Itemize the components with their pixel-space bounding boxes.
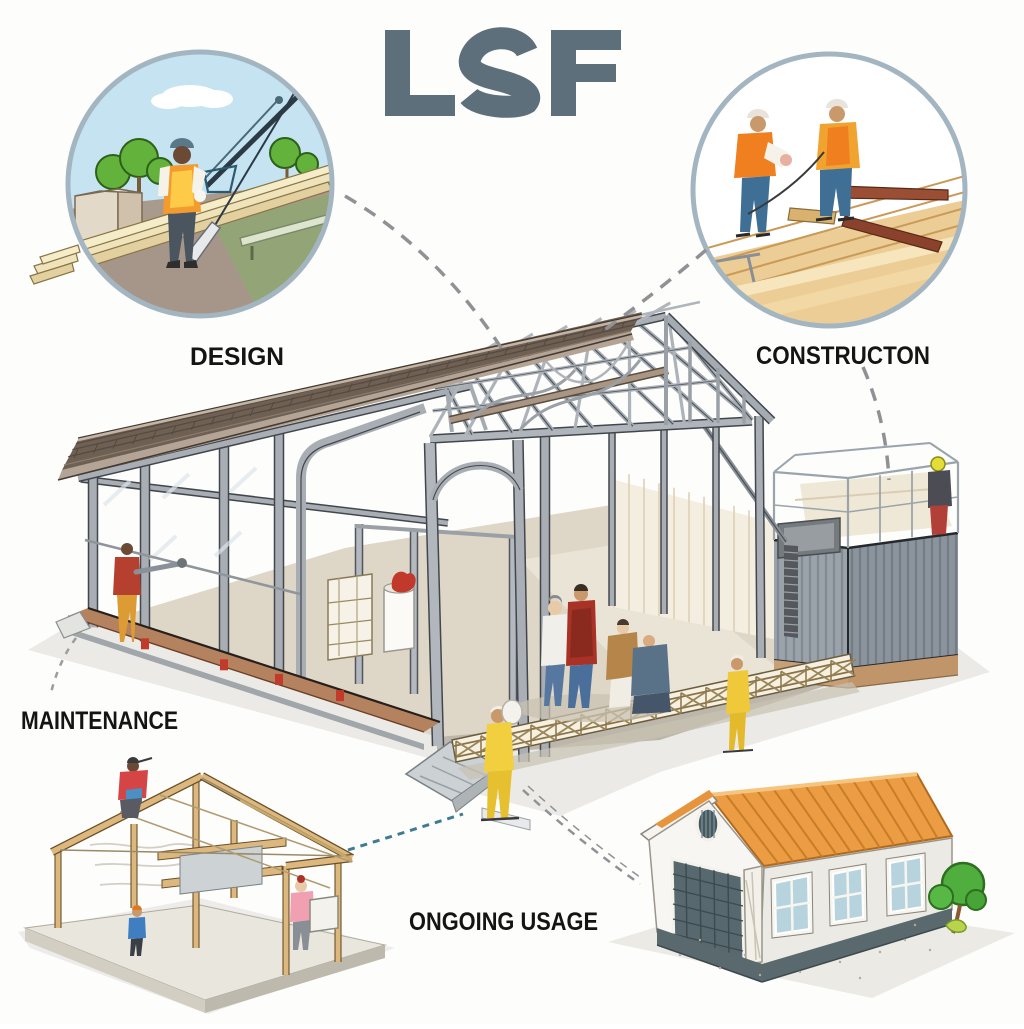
svg-text:DESIGN: DESIGN <box>190 343 284 371</box>
svg-text:MAINTENANCE: MAINTENANCE <box>21 707 178 735</box>
svg-text:CONSTRUCTON: CONSTRUCTON <box>756 342 930 370</box>
svg-text:ONGOING USAGE: ONGOING USAGE <box>409 908 598 936</box>
